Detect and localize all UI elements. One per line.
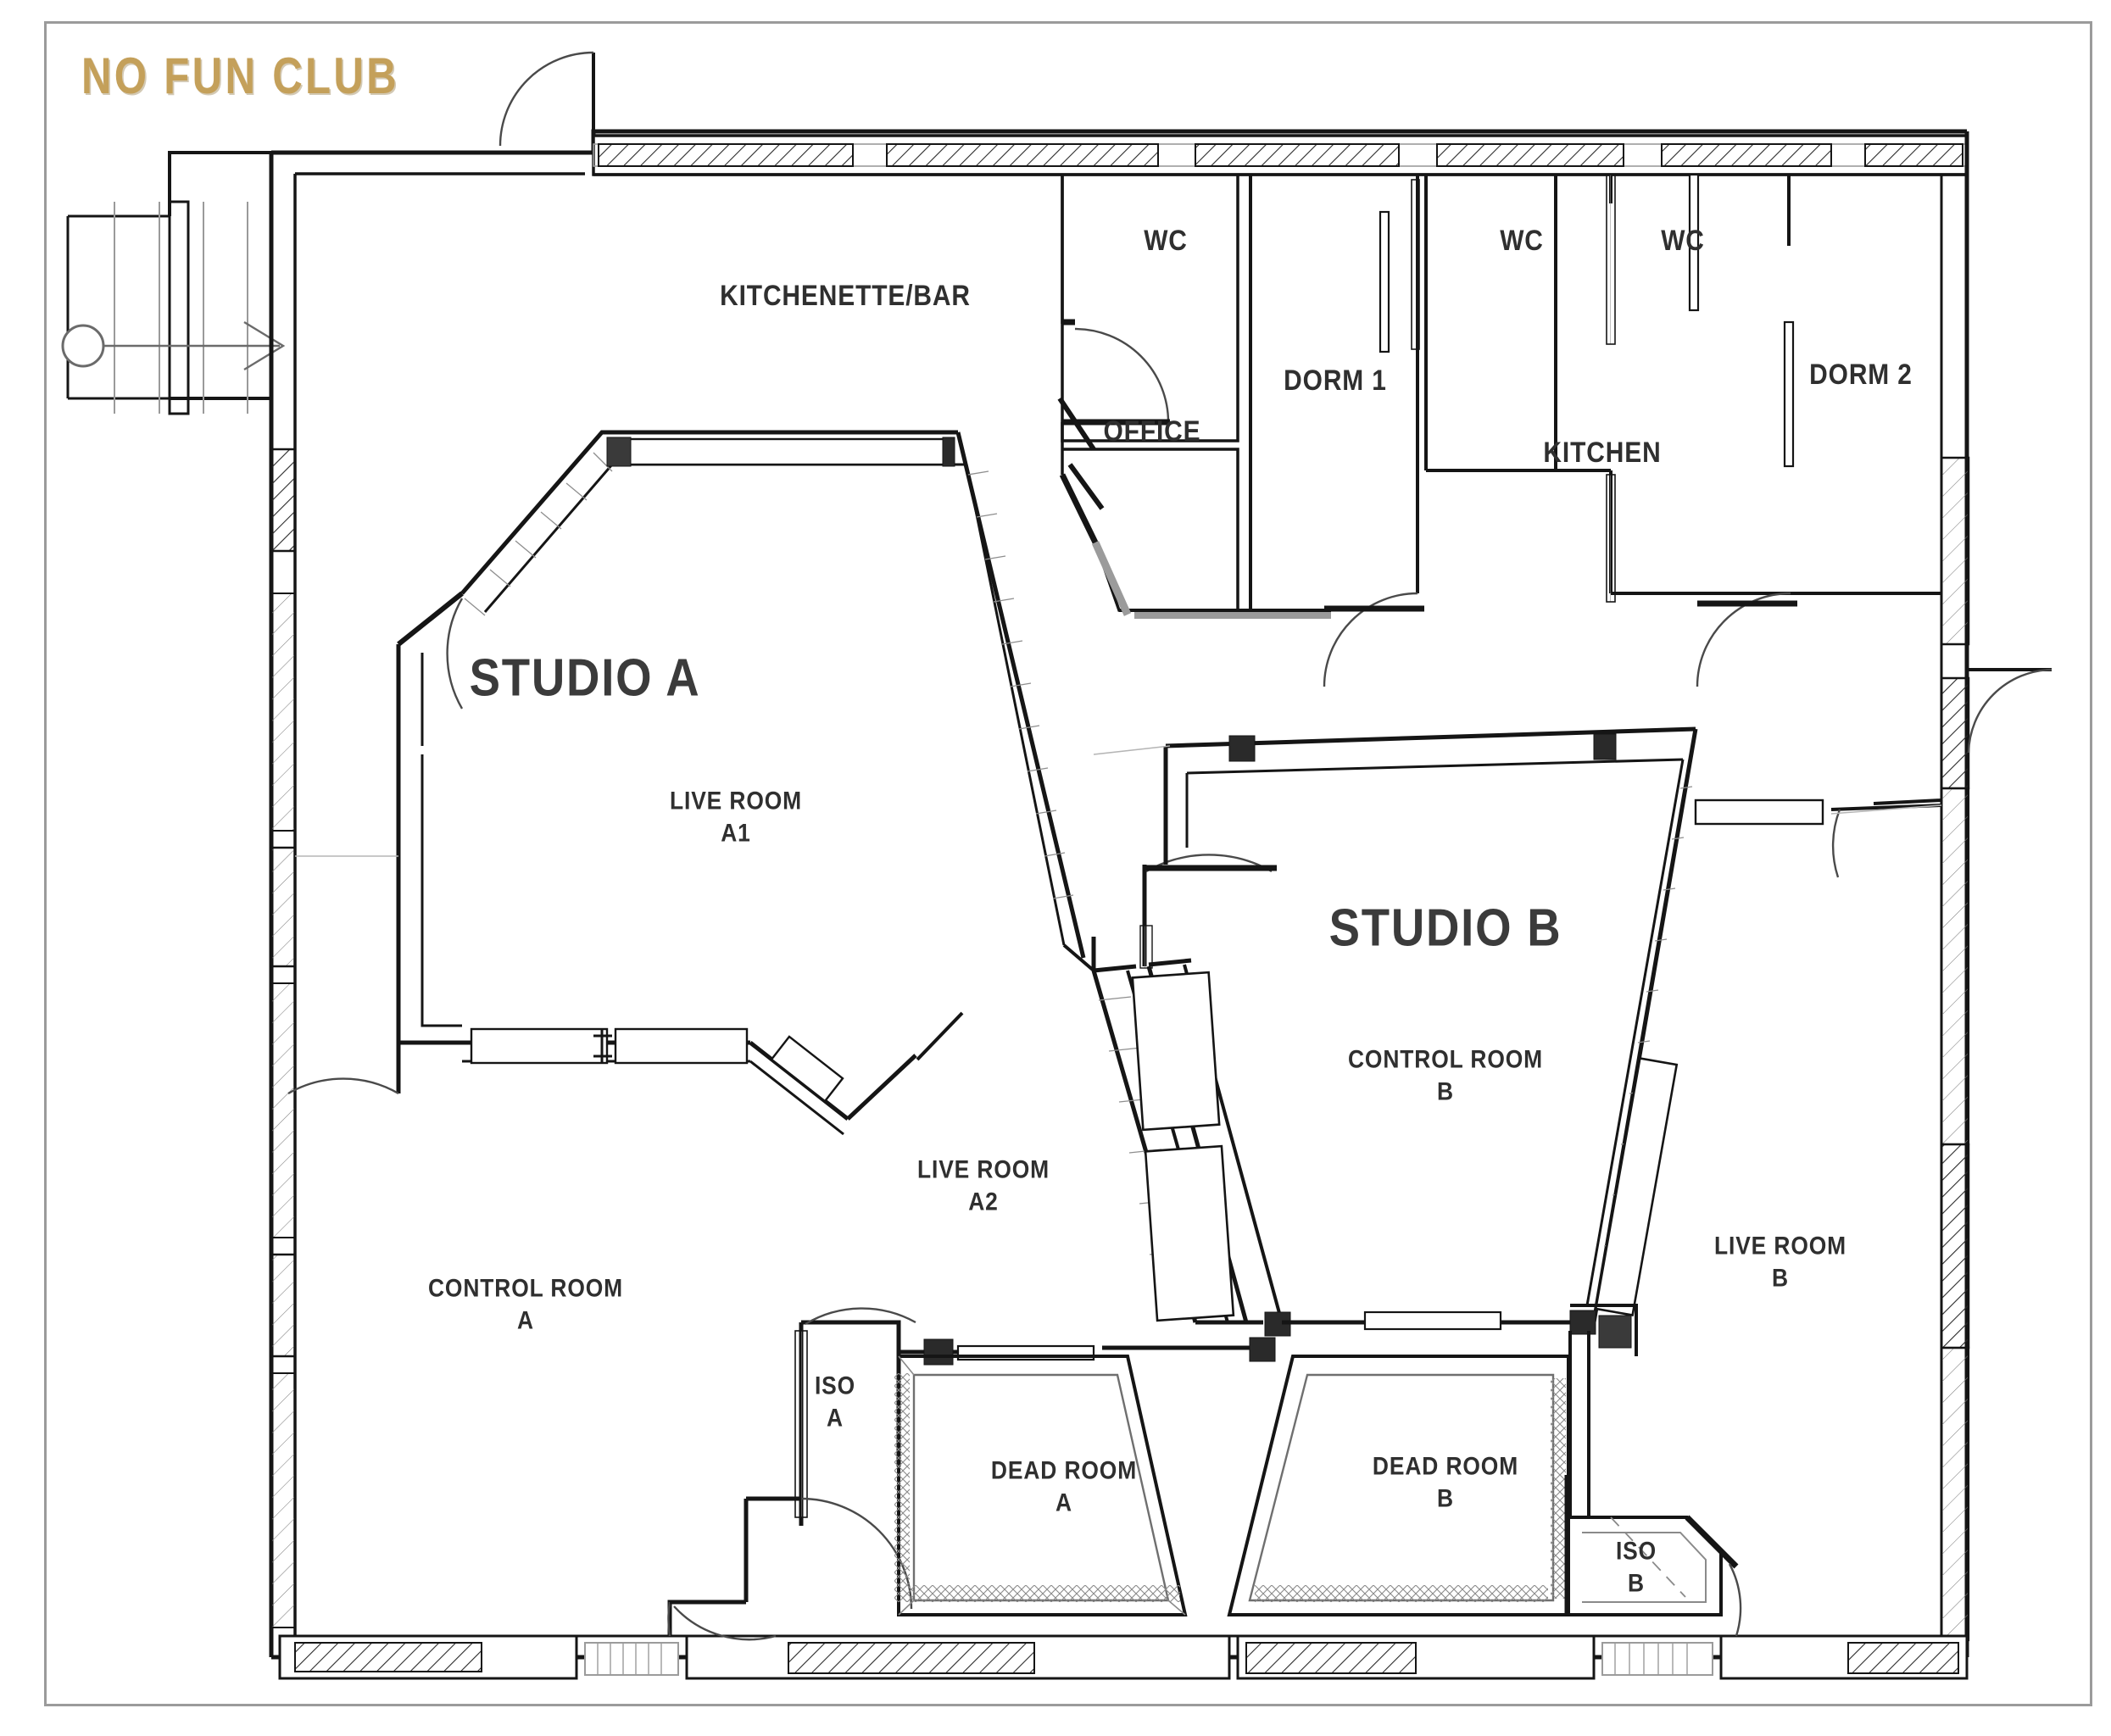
bottom-wall-modules (278, 1634, 1969, 1680)
central-corridor-walls (1091, 854, 1323, 1337)
drawing-frame-border (44, 21, 2092, 1706)
north-rooms-partitions (1056, 173, 1941, 687)
reference-lines (295, 745, 1942, 857)
stair-treads (114, 202, 248, 414)
studio-b-walls (1163, 726, 1942, 1637)
studio-a-walls (287, 430, 1276, 1641)
building-outer-walls (61, 51, 2053, 1680)
page-title: NO FUN CLUB (81, 47, 399, 104)
top-window-band (592, 134, 1969, 176)
